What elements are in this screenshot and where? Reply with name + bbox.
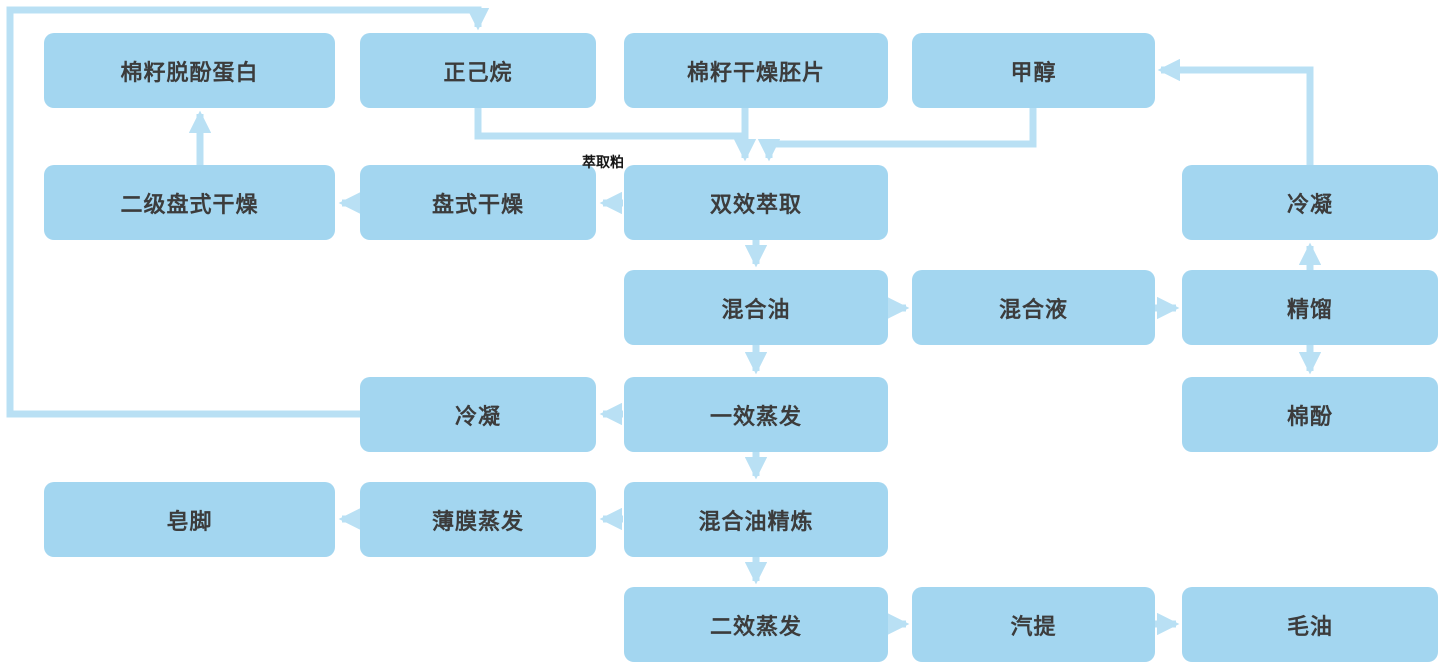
- node-methanol: 甲醇: [912, 33, 1155, 108]
- node-crude-oil: 毛油: [1182, 587, 1438, 662]
- edge-condense-mid-to-hexane-loop: [6, 6, 490, 418]
- node-condensation-top: 冷凝: [1182, 165, 1438, 240]
- edge-methanol-to-extraction: [757, 108, 1037, 162]
- node-thin-film-evaporation: 薄膜蒸发: [360, 482, 596, 557]
- node-mixed-oil: 混合油: [624, 270, 888, 345]
- node-n-hexane: 正己烷: [360, 33, 596, 108]
- node-second-effect-evaporation: 二效蒸发: [624, 587, 888, 662]
- node-first-effect-evaporation: 一效蒸发: [624, 377, 888, 452]
- node-cottonseed-dephenolized-protein: 棉籽脱酚蛋白: [44, 33, 335, 108]
- edge-condense-top-to-methanol: [1157, 58, 1314, 165]
- node-stripping: 汽提: [912, 587, 1155, 662]
- node-rectification: 精馏: [1182, 270, 1438, 345]
- node-condensation-mid: 冷凝: [360, 377, 596, 452]
- node-soapstock: 皂脚: [44, 482, 335, 557]
- node-double-effect-extraction: 双效萃取: [624, 165, 888, 240]
- node-mixed-liquid: 混合液: [912, 270, 1155, 345]
- node-cottonseed-dried-flakes: 棉籽干燥胚片: [624, 33, 888, 108]
- node-secondary-disc-drying: 二级盘式干燥: [44, 165, 335, 240]
- edge-label-extraction-meal: 萃取粕: [582, 154, 624, 170]
- edge-hexane-to-extraction: [474, 108, 745, 140]
- node-disc-drying: 盘式干燥: [360, 165, 596, 240]
- node-gossypol: 棉酚: [1182, 377, 1438, 452]
- node-mixed-oil-refining: 混合油精炼: [624, 482, 888, 557]
